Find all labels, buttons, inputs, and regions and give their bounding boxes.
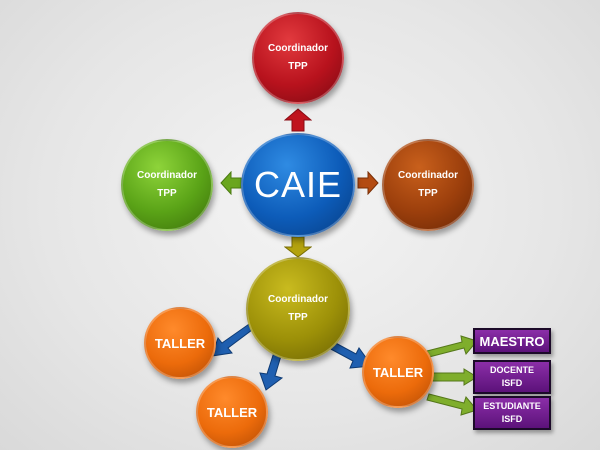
coordinador-right-line1: Coordinador: [398, 170, 458, 181]
taller-right-node: TALLER: [362, 336, 434, 408]
arrow-up-icon: [284, 108, 312, 132]
caie-node: CAIE: [241, 133, 355, 237]
maestro-label: MAESTRO: [479, 333, 545, 349]
taller-right-label: TALLER: [372, 364, 424, 380]
maestro-box: MAESTRO: [473, 328, 551, 354]
arrow-right-icon: [357, 171, 379, 195]
coordinador-bottom-node: Coordinador TPP: [246, 257, 350, 361]
arrow-left-icon: [220, 171, 242, 195]
arrow-to-maestro-icon: [426, 335, 478, 358]
coordinador-bottom-line1: Coordinador: [268, 294, 328, 305]
taller-left-label: TALLER: [154, 335, 206, 351]
coordinador-top-line1: Coordinador: [268, 43, 328, 54]
coordinador-right-node: Coordinador TPP: [382, 139, 474, 231]
estudiante-line2: ISFD: [501, 414, 523, 424]
coordinador-right-line2: TPP: [418, 188, 438, 199]
taller-left-node: TALLER: [144, 307, 216, 379]
coordinador-top-node: Coordinador TPP: [252, 12, 344, 104]
coordinador-left-line1: Coordinador: [137, 170, 197, 181]
coordinador-left-node: Coordinador TPP: [121, 139, 213, 231]
coordinador-top-line2: TPP: [288, 61, 308, 72]
arrow-to-docente-icon: [428, 368, 478, 386]
estudiante-box: ESTUDIANTE ISFD: [473, 396, 551, 430]
docente-box: DOCENTE ISFD: [473, 360, 551, 394]
taller-bottom-node: TALLER: [196, 376, 268, 448]
docente-line1: DOCENTE: [489, 365, 534, 375]
arrow-to-estudiante-icon: [426, 393, 478, 416]
coordinador-left-line2: TPP: [157, 188, 177, 199]
caie-label: CAIE: [253, 164, 343, 205]
arrow-down-icon: [284, 236, 312, 258]
arrow-to-taller-right-icon: [326, 339, 373, 369]
estudiante-line1: ESTUDIANTE: [483, 401, 541, 411]
taller-bottom-label: TALLER: [206, 404, 258, 420]
coordinador-bottom-line2: TPP: [288, 312, 308, 323]
docente-line2: ISFD: [501, 378, 523, 388]
